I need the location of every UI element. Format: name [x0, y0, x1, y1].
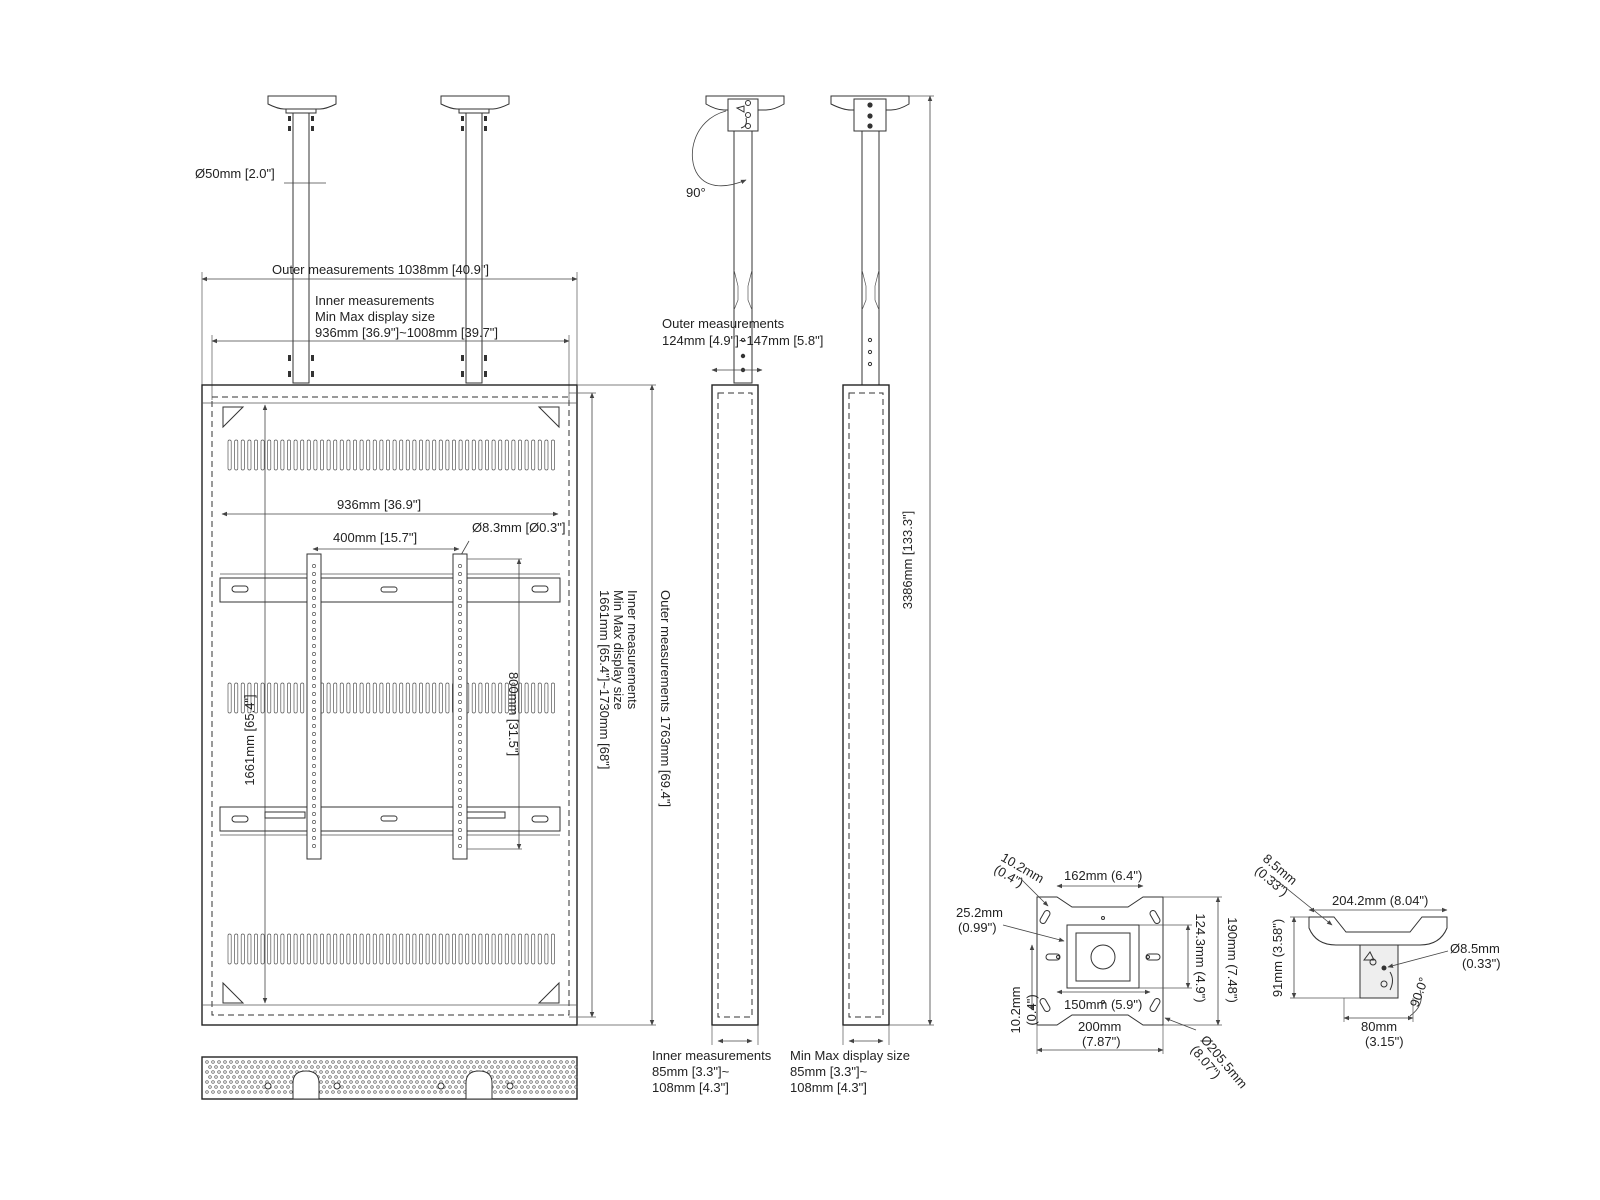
width-400-label: 400mm [15.7"]: [333, 530, 417, 545]
plate-200-label-2: (7.87"): [1082, 1034, 1121, 1049]
plate-124-3-label: 124.3mm (4.9"): [1193, 913, 1208, 1002]
horizontal-rail-top: [219, 573, 561, 603]
vesa-arm-holes: [312, 564, 462, 848]
vesa-arm-right: [452, 553, 468, 860]
horizontal-rail-bottom: [219, 806, 561, 836]
bottom-grille-bar: [201, 1056, 578, 1100]
side-outer-label-1: Outer measurements: [662, 316, 785, 331]
plate-190-label: 190mm (7.48"): [1225, 917, 1240, 1003]
side-minmax-label-2: 85mm [3.3"]~: [790, 1064, 868, 1079]
inner-width-label-1: Inner measurements: [315, 293, 435, 308]
ceiling-plate-detail: 162mm (6.4") 10.2mm (0.4") 25.2mm (0.99"…: [956, 850, 1251, 1092]
side-inner-label-1: Inner measurements: [652, 1048, 772, 1063]
side-inner-label-3: 108mm [4.3"]: [652, 1080, 729, 1095]
side-outer-label-2: 124mm [4.9"]~147mm [5.8"]: [662, 333, 823, 348]
bracket-80-label-2: (3.15"): [1365, 1034, 1404, 1049]
bracket-8-5-right-label-2: (0.33"): [1462, 956, 1501, 971]
rotation-label: 90°: [686, 185, 706, 200]
ceiling-plate-right: [440, 95, 510, 384]
inner-height-label-3: 1661mm [65.4"]~1730mm [68"]: [597, 590, 612, 769]
inner-height-label-1: Inner measurements: [625, 590, 640, 710]
bracket-90-label: 90.0°: [1407, 975, 1432, 1009]
width-936-label: 936mm [36.9"]: [337, 497, 421, 512]
total-height-label: 3386mm [133.3"]: [900, 511, 915, 610]
outer-height-label: Outer measurements 1763mm [69.4"]: [658, 590, 673, 807]
bracket-80-label-1: 80mm: [1361, 1019, 1397, 1034]
plate-150-label: 150mm (5.9"): [1064, 997, 1142, 1012]
height-1661-label: 1661mm [65.4"]: [242, 694, 257, 785]
side-minmax-label-3: 108mm [4.3"]: [790, 1080, 867, 1095]
pole-diameter-label: Ø50mm [2.0"]: [195, 166, 275, 181]
vent-slots: [227, 439, 555, 965]
side-inner-label-2: 85mm [3.3"]~: [652, 1064, 730, 1079]
display-frame-inner: [211, 396, 570, 1016]
side-view-rotation: 90° Outer measurements 124mm [4.9"]~147m…: [652, 95, 823, 1095]
bracket-91-label: 91mm (3.58"): [1270, 919, 1285, 997]
inner-height-label-2: Min Max display size: [611, 590, 626, 710]
hole-diameter-label: Ø8.3mm [Ø0.3"]: [472, 520, 565, 535]
plate-162-label: 162mm (6.4"): [1064, 868, 1142, 883]
plate-10-2-left-label-1: 10.2mm: [1008, 987, 1023, 1034]
outer-width-label: Outer measurements 1038mm [40.9"]: [272, 262, 489, 277]
display-frame-outer: [201, 384, 578, 1026]
height-800-label: 800mm [31.5"]: [506, 672, 521, 756]
ceiling-plate-left: [267, 95, 337, 384]
side-minmax-label-1: Min Max display size: [790, 1048, 910, 1063]
plate-25-2-label-1: 25.2mm: [956, 905, 1003, 920]
plate-25-2-label-2: (0.99"): [958, 920, 997, 935]
vesa-arm-left: [306, 553, 322, 860]
plate-200-label-1: 200mm: [1078, 1019, 1121, 1034]
inner-width-label-3: 936mm [36.9"]~1008mm [39.7"]: [315, 325, 498, 340]
bracket-detail: 204.2mm (8.04") 8.5mm (0.33") 91mm (3.58…: [1252, 851, 1501, 1049]
inner-width-label-2: Min Max display size: [315, 309, 435, 324]
side-view-straight: 3386mm [133.3"] Min Max display size 85m…: [790, 95, 934, 1095]
plate-10-2-left-label-2: (0.4"): [1024, 994, 1039, 1025]
bracket-8-5-right-label-1: Ø8.5mm: [1450, 941, 1500, 956]
front-view: Ø50mm [2.0"] Outer measurements 1038mm […: [195, 95, 673, 1100]
bracket-204-2-label: 204.2mm (8.04"): [1332, 893, 1428, 908]
